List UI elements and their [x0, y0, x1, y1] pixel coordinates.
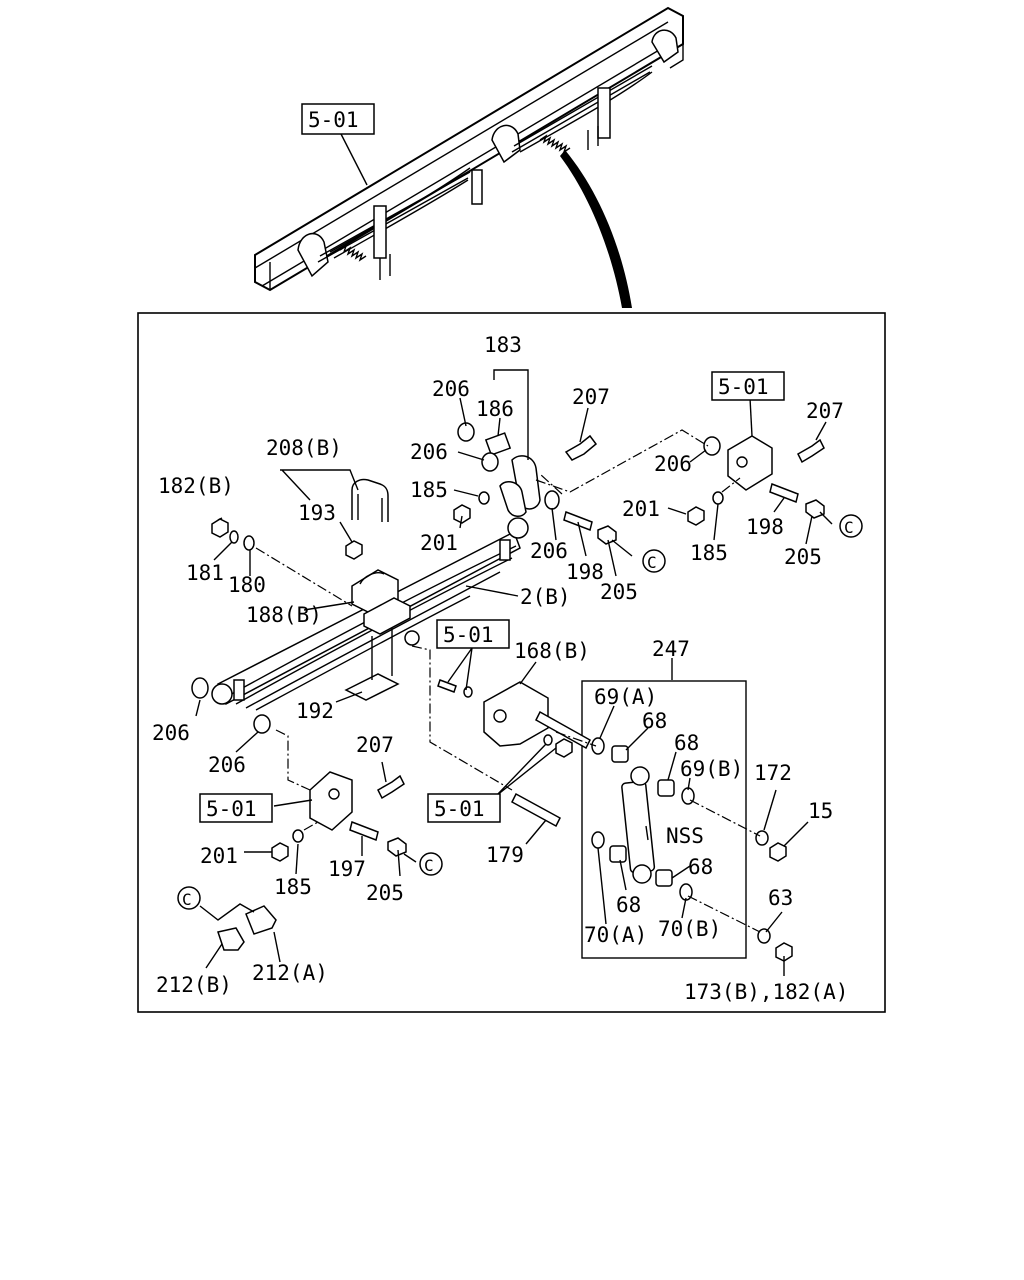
- overview-ref-label: 5-01: [308, 108, 359, 132]
- circle-c-2: [839, 514, 863, 538]
- label-205-top: 205: [600, 580, 638, 604]
- label-15: 15: [808, 799, 833, 823]
- label-69b: 69(B): [680, 757, 743, 781]
- label-179: 179: [486, 843, 524, 867]
- label-212a: 212(A): [252, 961, 328, 985]
- label-181: 181: [186, 561, 224, 585]
- label-188b: 188(B): [246, 603, 322, 627]
- label-2b: 2(B): [520, 585, 571, 609]
- label-206-front-b: 206: [208, 753, 246, 777]
- label-212b: 212(B): [156, 973, 232, 997]
- u-bolt: [351, 478, 389, 522]
- label-183: 183: [484, 333, 522, 357]
- label-ref-lower: 5-01: [434, 797, 485, 821]
- label-180: 180: [228, 573, 266, 597]
- circle-c-2-label: C: [844, 518, 854, 537]
- label-ref-center: 5-01: [443, 623, 494, 647]
- ref-box-front-hanger: [199, 793, 273, 823]
- label-172: 172: [754, 761, 792, 785]
- circle-c-3: [419, 852, 443, 876]
- label-206-front-a: 206: [152, 721, 190, 745]
- label-185-top: 185: [410, 478, 448, 502]
- label-168b: 168(B): [514, 639, 590, 663]
- label-207-front: 207: [356, 733, 394, 757]
- ref-box-lower: [427, 793, 501, 823]
- label-206-lower: 206: [530, 539, 568, 563]
- label-69a: 69(A): [594, 685, 657, 709]
- label-nss: NSS: [666, 824, 704, 848]
- circle-c-1: [642, 549, 666, 573]
- label-198-top: 198: [566, 560, 604, 584]
- shock-absorber: [591, 737, 793, 962]
- label-ref-right-hanger: 5-01: [718, 375, 769, 399]
- label-192: 192: [296, 699, 334, 723]
- shock-kit-frame: [581, 680, 747, 959]
- fasteners: [191, 422, 825, 862]
- label-68-b: 68: [674, 731, 699, 755]
- ref-box-center: [436, 619, 510, 649]
- label-185-front: 185: [274, 875, 312, 899]
- label-63: 63: [768, 886, 793, 910]
- label-182b: 182(B): [158, 474, 234, 498]
- label-201-front: 201: [200, 844, 238, 868]
- label-197: 197: [328, 857, 366, 881]
- label-186: 186: [476, 397, 514, 421]
- label-193: 193: [298, 501, 336, 525]
- overview-ref-box: [301, 103, 375, 135]
- label-208b: 208(B): [266, 436, 342, 460]
- label-247: 247: [652, 637, 690, 661]
- label-207-top: 207: [572, 385, 610, 409]
- label-ref-front-hanger: 5-01: [206, 797, 257, 821]
- label-201-top: 201: [420, 531, 458, 555]
- label-70b: 70(B): [658, 917, 721, 941]
- label-173b-182a: 173(B),182(A): [684, 980, 848, 1004]
- ref-box-right-hanger: [711, 371, 785, 401]
- label-185-right: 185: [690, 541, 728, 565]
- leader-lines: [195, 369, 833, 976]
- label-68-d: 68: [616, 893, 641, 917]
- label-206-top: 206: [432, 377, 470, 401]
- circle-c-3-label: C: [424, 856, 434, 875]
- label-68-a: 68: [642, 709, 667, 733]
- label-206-mid: 206: [410, 440, 448, 464]
- circle-c-4: [177, 886, 201, 910]
- circle-c-4-label: C: [182, 890, 192, 909]
- detail-frame: [137, 312, 886, 1013]
- grease-nipples: [217, 905, 277, 951]
- detail-arrow: [560, 150, 632, 308]
- label-205-front: 205: [366, 881, 404, 905]
- label-207-right: 207: [806, 399, 844, 423]
- chassis-frame-overview: [254, 6, 684, 292]
- label-68-c: 68: [688, 855, 713, 879]
- label-198-right: 198: [746, 515, 784, 539]
- label-205-right: 205: [784, 545, 822, 569]
- label-206-right: 206: [654, 452, 692, 476]
- circle-c-1-label: C: [647, 553, 657, 572]
- label-70a: 70(A): [584, 923, 647, 947]
- label-201-right: 201: [622, 497, 660, 521]
